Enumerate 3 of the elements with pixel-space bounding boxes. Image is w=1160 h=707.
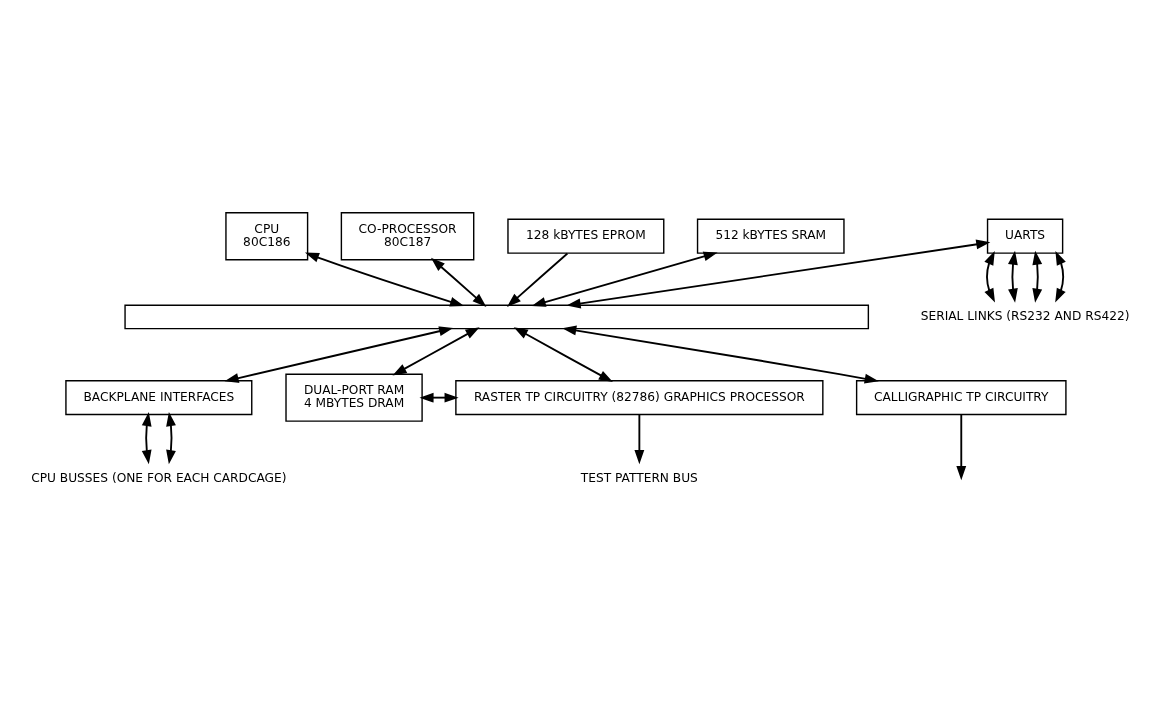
node-text: TEST PATTERN BUS — [580, 470, 698, 485]
node-text: SERIAL LINKS (RS232 AND RS422) — [920, 308, 1130, 323]
node-text: CPU BUSSES (ONE FOR EACH CARDCAGE) — [31, 470, 287, 485]
